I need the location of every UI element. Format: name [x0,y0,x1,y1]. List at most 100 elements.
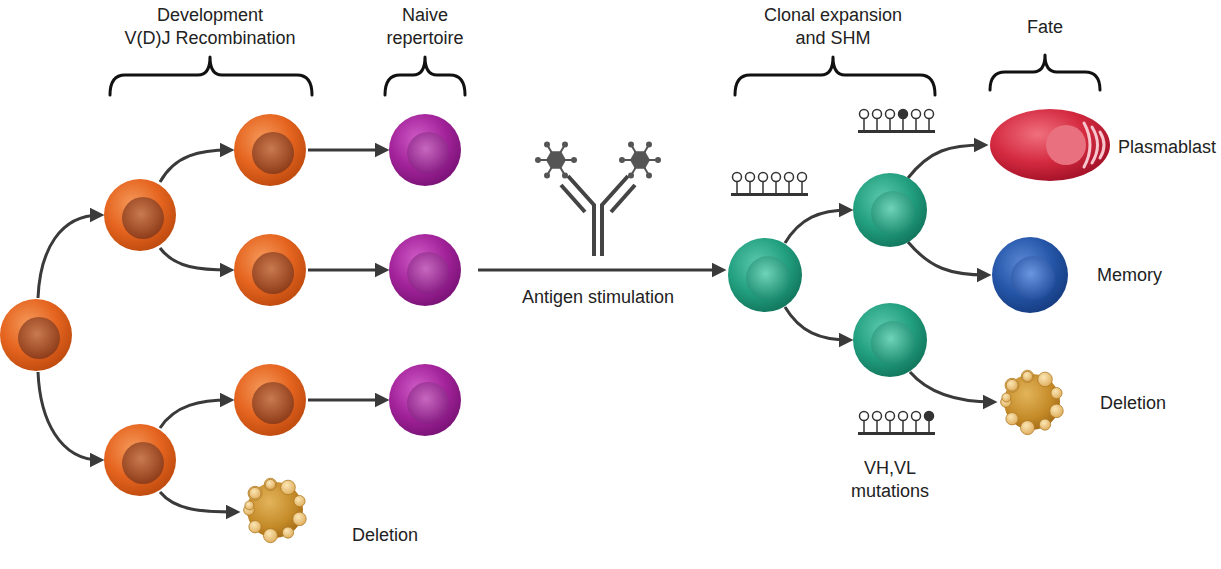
light-chain [611,185,635,212]
cell-nucleus [252,382,294,424]
lineage-arrow [160,248,230,270]
progenitor-cell [0,299,72,371]
activated-cell [853,173,927,247]
cell-shape [243,478,307,542]
apoptotic-bleb [281,480,296,495]
cell-body [234,364,306,436]
progenitor-cell [234,364,306,436]
activated-cell [853,303,927,377]
reticulum-arc [1092,127,1098,163]
apoptotic-bleb [1039,419,1050,430]
stage-label: V(D)J Recombination [95,27,325,50]
reticulum-arc [1084,123,1090,167]
cell-shape [1000,370,1064,434]
mutation-mark [925,412,934,421]
cell-nucleus [1046,125,1086,165]
memory-cell [992,237,1068,313]
cell-nucleus [407,252,449,294]
naive-cell [389,114,461,186]
lineage-arrow [160,400,230,428]
stimulation-arrow [478,269,722,272]
apoptotic-bleb [263,529,277,543]
naive-cell [389,234,461,306]
progenitor-cell [104,179,176,251]
apoptotic-bleb [1002,393,1011,402]
lineage-arrow [308,269,385,272]
stage-bracket [990,55,1100,90]
apoptotic-bleb [1006,413,1018,425]
antigen-symbol [535,141,577,178]
naive-cell [389,364,461,436]
progenitor-cell [234,234,306,306]
cell-body [389,234,461,306]
antigen-symbol [619,141,661,178]
apoptotic-bleb [1006,379,1018,391]
light-chain [561,185,585,212]
fate-label: Memory [1097,263,1162,287]
cell-body [853,173,927,247]
fate-label: Deletion [352,523,418,547]
activated-cell [728,238,802,312]
lineage-arrow [160,150,230,182]
cell-body [389,364,461,436]
cell-shape [992,237,1068,313]
cell-body [234,114,306,186]
apoptotic-bleb [1022,371,1032,381]
cell-nucleus [18,317,60,359]
apoptotic-bleb [1050,404,1063,417]
cell-nucleus [122,197,164,239]
apoptotic-bleb [249,487,261,499]
sequence-strand [858,110,935,134]
apoptotic-bleb [264,478,276,490]
apoptotic-bleb [1005,378,1019,392]
lineage-arrow [308,149,385,152]
cell-body [104,179,176,251]
fate-label: Plasmablast [1118,135,1216,159]
cell-nucleus [746,256,790,300]
fate-label: Deletion [1100,391,1166,415]
cell-body [728,238,802,312]
stage-label: Naive repertoire [380,4,470,50]
stage-label: Clonal expansion and SHM [758,4,908,50]
cell-body [234,234,306,306]
stage-label: VH,VL mutations [840,457,940,503]
cell-nucleus [1011,256,1055,300]
cell-shape [988,107,1112,183]
cell-node: Deletion [1000,370,1064,434]
apoptotic-bleb [282,527,293,538]
lineage-arrow [38,215,100,298]
lineage-arrow [308,399,385,402]
cell-nucleus [871,321,915,365]
cell-node: Memory [992,237,1068,313]
heavy-chain [568,176,594,256]
fate-arrow [910,372,993,402]
cell-body [389,114,461,186]
cell-nucleus [252,252,294,294]
apoptotic-bleb [248,486,262,500]
fate-arrow [908,145,984,178]
cell-body [104,424,176,496]
cell-nucleus [407,382,449,424]
cell-nucleus [407,132,449,174]
cell-node: Deletion [243,478,307,542]
stage-bracket [385,57,465,95]
lineage-arrow [160,492,236,512]
stage-bracket [110,57,312,95]
plasmablast-cell [990,109,1110,181]
sequence-strand [858,412,935,436]
heavy-chain [602,176,628,256]
lineage-arrow [785,307,849,340]
reticulum-arc [1100,132,1104,158]
fate-arrow [908,242,987,275]
apoptotic-bleb [294,495,305,506]
mutation-mark [899,110,908,119]
lineage-arrow [785,210,849,243]
apoptotic-bleb [245,501,254,510]
stage-bracket [735,57,935,95]
stage-label: Development [110,4,310,27]
cell-node: Plasmablast [988,107,1112,183]
apoptotic-bleb [1020,421,1034,435]
apoptotic-bleb [249,521,261,533]
progenitor-cell [104,424,176,496]
